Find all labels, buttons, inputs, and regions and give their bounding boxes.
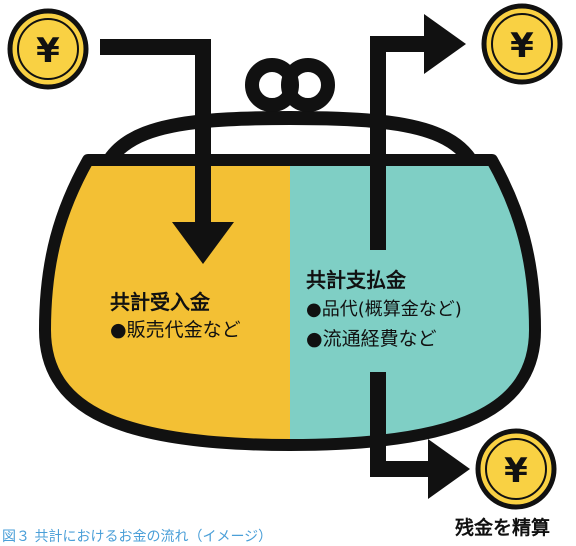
figure-caption: 図３ 共計におけるお金の流れ（イメージ） [2,529,273,545]
right-section-item: ●流通経費など [306,328,437,350]
purse-frame [91,111,489,206]
svg-text:¥: ¥ [504,451,528,491]
yen-coin-icon: ¥ [7,8,89,90]
yen-coin-icon: ¥ [481,3,563,85]
right-section-item: ●品代(概算金など) [306,299,462,320]
svg-text:¥: ¥ [36,31,60,71]
left-pocket-fill [45,160,290,445]
left-section-item: ●販売代金など [110,319,241,341]
right-section-title: 共計支払金 [306,268,406,292]
right-pocket-fill [290,160,535,445]
settlement-arrow [370,372,470,499]
yen-coin-icon: ¥ [475,428,557,510]
outflow-arrow [370,14,466,250]
purse-clasp [245,58,335,112]
purse-body [45,160,535,445]
svg-text:¥: ¥ [510,26,534,66]
purse-outline [39,154,541,451]
inflow-arrow [100,39,234,264]
left-section-title: 共計受入金 [110,290,210,314]
settlement-label: 残金を精算 [455,517,551,539]
